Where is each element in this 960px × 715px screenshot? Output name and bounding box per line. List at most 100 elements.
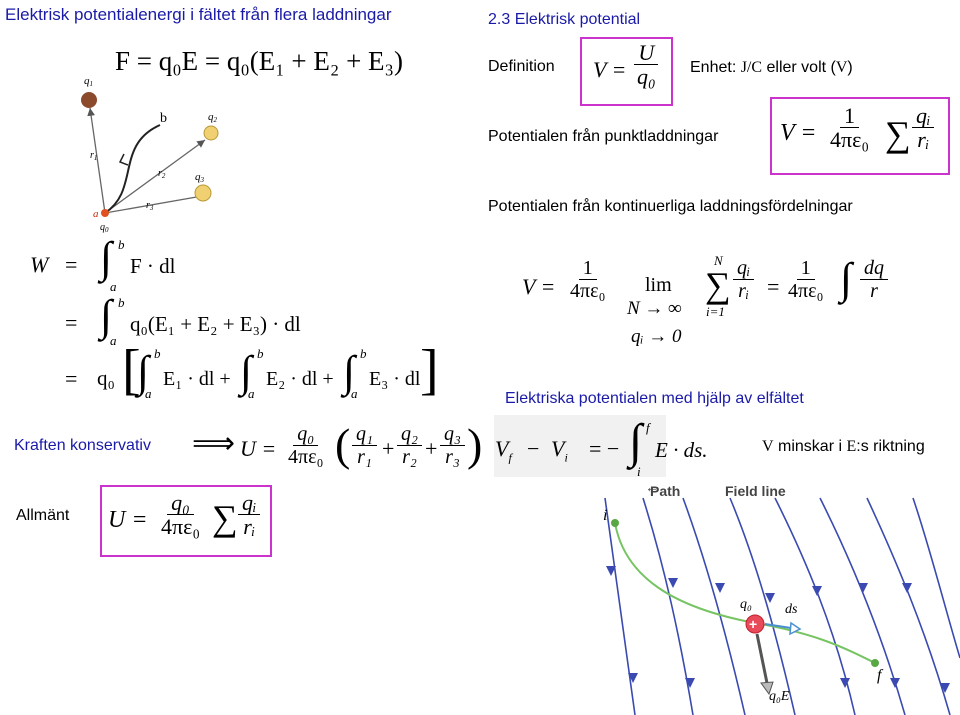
work-line3-q0: q₀ bbox=[97, 366, 115, 390]
work-line3-term3: E₃ · dl bbox=[369, 368, 421, 390]
frac-q3-r3: q₃ r₃ bbox=[440, 424, 465, 468]
cont-frac-qi: qᵢ rᵢ bbox=[733, 258, 755, 302]
field-Vi: Vi bbox=[551, 436, 568, 465]
path-curve bbox=[104, 124, 161, 214]
konservativ-U: U = bbox=[240, 436, 277, 461]
path-label: Path bbox=[650, 483, 680, 499]
label-q2: q2 bbox=[208, 111, 218, 124]
cont-frac-dq: dq r bbox=[860, 258, 888, 302]
cont-N: N bbox=[714, 253, 723, 268]
cont-i1: i=1 bbox=[706, 304, 725, 319]
label-f: f bbox=[877, 667, 884, 684]
allmant-label: Allmänt bbox=[16, 507, 70, 524]
test-charge bbox=[745, 614, 765, 634]
field-line-figure: Path ← Field line i f + q₀ ds q₀E bbox=[603, 479, 960, 715]
label-i: i bbox=[603, 507, 607, 524]
allmant-box bbox=[100, 485, 272, 557]
work-line3-term2: E₂ · dl + bbox=[266, 368, 334, 390]
point-i bbox=[611, 519, 619, 527]
cont-lim: lim bbox=[645, 274, 672, 296]
integral-sign-2: ∫ bbox=[100, 291, 113, 340]
label-r2: r2 bbox=[158, 168, 166, 180]
konservativ-label: Kraften konservativ bbox=[14, 437, 151, 454]
work-line3-term1: E₁ · dl + bbox=[163, 368, 231, 390]
point-V: V = bbox=[780, 120, 817, 146]
field-label: Elektriska potentialen med hjälp av elfä… bbox=[505, 390, 804, 407]
field-Vf: Vf bbox=[495, 436, 512, 465]
force-equation: F = q₀E = q₀(E₁ + E₂ + E₃) bbox=[115, 46, 403, 76]
limit-a-1: a bbox=[110, 279, 117, 294]
integral-sign-1: ∫ bbox=[100, 233, 113, 282]
cont-qi-to-0: qᵢ → 0 bbox=[631, 326, 682, 347]
label-q0: q0 bbox=[100, 222, 109, 234]
cont-sigma: ∑ bbox=[705, 265, 731, 305]
right-heading: 2.3 Elektrisk potential bbox=[488, 11, 641, 28]
limit-b-4: b bbox=[257, 346, 264, 361]
work-line-2: q₀(E₁ + E₂ + E₃) · dl bbox=[130, 312, 301, 336]
cont-V: V = bbox=[522, 274, 556, 299]
field-lim-f: f bbox=[646, 420, 650, 435]
bracket-left: [ bbox=[122, 339, 141, 401]
definition-V: V = bbox=[593, 57, 627, 82]
label-r1: r1 bbox=[90, 150, 97, 162]
force-vector bbox=[755, 633, 769, 684]
limit-b-1: b bbox=[118, 237, 125, 252]
plus-2: + bbox=[425, 436, 438, 461]
point-sigma: ∑ bbox=[885, 114, 911, 154]
frac-q2-r2: q₂ r₂ bbox=[397, 424, 422, 468]
field-integrand: E · ds. bbox=[655, 438, 708, 462]
point-frac-1: 1 4πε₀ bbox=[830, 103, 870, 153]
bracket-right: ] bbox=[420, 339, 439, 401]
integral-sign-5: ∫ bbox=[343, 347, 356, 396]
label-r3: r3 bbox=[146, 200, 154, 212]
limit-b-3: b bbox=[154, 346, 161, 361]
point-frac-qi: qᵢ rᵢ bbox=[912, 104, 935, 152]
charge-q2 bbox=[203, 125, 219, 141]
allmant-frac-qi-ri: qᵢ rᵢ bbox=[238, 491, 261, 539]
field-line bbox=[729, 497, 796, 715]
field-line bbox=[682, 497, 746, 715]
field-integral: ∫ bbox=[629, 415, 643, 468]
paren-left: ( bbox=[335, 419, 351, 470]
paren-right: ) bbox=[467, 419, 483, 470]
field-line-label: Field line bbox=[725, 483, 786, 499]
field-line bbox=[912, 497, 960, 659]
left-title: Elektrisk potentialenergi i fältet från … bbox=[5, 5, 392, 24]
r2-vector bbox=[104, 139, 206, 214]
field-eq-background bbox=[494, 415, 666, 477]
definition-frac: U q₀ bbox=[633, 41, 660, 89]
limit-b-5: b bbox=[360, 346, 367, 361]
field-line bbox=[642, 497, 694, 715]
limit-b-2: b bbox=[118, 295, 125, 310]
point-box bbox=[770, 97, 950, 175]
point-label: Potentialen från punktladdningar bbox=[488, 128, 719, 145]
cont-integral: ∫ bbox=[840, 254, 853, 303]
svg-text:+: + bbox=[749, 616, 757, 632]
definition-label: Definition bbox=[488, 58, 555, 75]
label-ds: ds bbox=[785, 602, 798, 617]
cont-N-to-inf: N → ∞ bbox=[627, 298, 682, 319]
limit-a-4: a bbox=[248, 386, 255, 401]
work-eq-3: = bbox=[65, 366, 78, 391]
r3-vector bbox=[104, 192, 209, 214]
field-lim-i: i bbox=[637, 464, 641, 479]
work-eq-2: = bbox=[65, 310, 78, 335]
ds-vector bbox=[764, 623, 792, 629]
konservativ-frac-q0: q₀ 4πε₀ bbox=[288, 423, 324, 469]
label-q1: q1 bbox=[84, 75, 93, 88]
field-line bbox=[604, 497, 636, 715]
point-f bbox=[871, 659, 879, 667]
limit-a-2: a bbox=[110, 333, 117, 348]
work-eq-1: = bbox=[65, 252, 78, 277]
frac-q1-r1: q₁ r₁ bbox=[352, 424, 377, 468]
work-W: W bbox=[30, 252, 49, 277]
allmant-U: U = bbox=[108, 507, 148, 533]
charge-q0 bbox=[101, 209, 109, 217]
charge-diagram: q1 q2 q3 b a q0 r1 r2 r3 bbox=[81, 75, 219, 234]
field-eq: = − bbox=[589, 436, 620, 461]
field-minus: − bbox=[527, 436, 540, 461]
label-b: b bbox=[160, 111, 167, 126]
definition-unit: Enhet: J/C eller volt (V) bbox=[690, 59, 853, 76]
continuous-label: Potentialen från kontinuerliga laddnings… bbox=[488, 198, 853, 215]
label-a: a bbox=[93, 208, 99, 220]
